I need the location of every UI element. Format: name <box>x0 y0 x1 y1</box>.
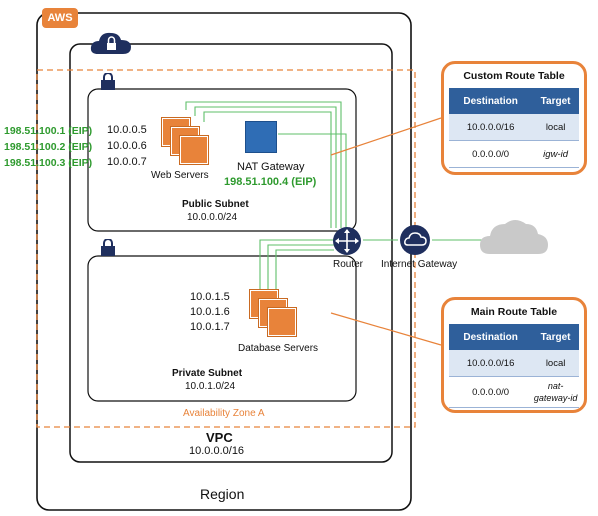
target-cell: local <box>545 357 566 369</box>
destination-cell: 0.0.0.0/0 <box>472 386 510 398</box>
web-server-2-ip: 10.0.0.6 <box>107 140 147 152</box>
aws-badge: AWS <box>42 8 78 28</box>
destination-header: Destination <box>463 95 518 107</box>
db-server-1-ip: 10.0.1.5 <box>190 291 230 303</box>
private-subnet-cidr: 10.0.1.0/24 <box>185 381 236 392</box>
target-header: Target <box>540 95 571 107</box>
nat-gateway-label: NAT Gateway <box>237 161 305 173</box>
public-subnet-lock-icon <box>101 73 115 90</box>
availability-zone-box <box>36 69 416 428</box>
internet-cloud-icon <box>480 220 548 254</box>
target-header: Target <box>540 331 571 343</box>
router-icon <box>333 227 361 255</box>
destination-cell: 0.0.0.0/0 <box>472 148 510 160</box>
router-label: Router <box>333 259 364 270</box>
web-servers-label: Web Servers <box>151 170 209 181</box>
target-cell: igw-id <box>543 148 568 160</box>
region-label: Region <box>200 486 245 502</box>
web-server-1-ip: 10.0.0.5 <box>107 124 147 136</box>
public-subnet-cidr: 10.0.0.0/24 <box>187 212 238 223</box>
table-row: 10.0.0.0/16 local <box>449 114 579 141</box>
main-route-table-header: Destination Target <box>449 324 579 350</box>
vpc-cidr: 10.0.0.0/16 <box>189 445 245 457</box>
db-server-2-ip: 10.0.1.6 <box>190 306 230 318</box>
database-servers-icon <box>250 290 298 340</box>
main-route-table: Main Route Table Destination Target 10.0… <box>441 297 587 413</box>
web-server-1-eip: 198.51.100.1 (EIP) <box>4 125 93 137</box>
internet-gateway-icon <box>400 225 430 255</box>
vpc-cloud-lock-icon <box>90 32 131 54</box>
target-cell: local <box>545 121 566 133</box>
table-row: 10.0.0.0/16 local <box>449 350 579 377</box>
web-server-2-eip: 198.51.100.2 (EIP) <box>4 141 93 153</box>
vpc-label: VPC <box>206 430 233 445</box>
target-cell: nat-gateway-id <box>533 381 578 403</box>
vpc-box <box>69 43 393 463</box>
db-server-3-ip: 10.0.1.7 <box>190 321 230 333</box>
region-box <box>36 12 412 511</box>
web-server-3-eip: 198.51.100.3 (EIP) <box>4 157 93 169</box>
web-server-3-ip: 10.0.0.7 <box>107 156 147 168</box>
aws-badge-label: AWS <box>47 12 73 24</box>
web-servers-icon <box>162 118 210 168</box>
table-row: 0.0.0.0/0 igw-id <box>449 141 579 168</box>
private-subnet-lock-icon <box>101 239 115 256</box>
main-route-table-title: Main Route Table <box>470 306 558 318</box>
destination-cell: 10.0.0.0/16 <box>466 357 515 369</box>
private-subnet-box <box>87 255 357 402</box>
public-subnet-label: Public Subnet <box>182 199 249 210</box>
destination-cell: 10.0.0.0/16 <box>466 121 515 133</box>
custom-route-table-header: Destination Target <box>449 88 579 114</box>
availability-zone-label: Availability Zone A <box>183 408 265 419</box>
nat-gateway-icon <box>245 121 277 153</box>
custom-route-table-title: Custom Route Table <box>463 70 565 82</box>
nat-gateway-eip: 198.51.100.4 (EIP) <box>224 176 317 188</box>
database-servers-label: Database Servers <box>238 343 319 354</box>
table-row: 0.0.0.0/0 nat-gateway-id <box>449 377 579 408</box>
public-subnet-box <box>87 88 357 232</box>
private-subnet-label: Private Subnet <box>172 368 243 379</box>
internet-gateway-label: Internet Gateway <box>381 259 458 270</box>
custom-route-table: Custom Route Table Destination Target 10… <box>441 61 587 175</box>
destination-header: Destination <box>463 331 518 343</box>
